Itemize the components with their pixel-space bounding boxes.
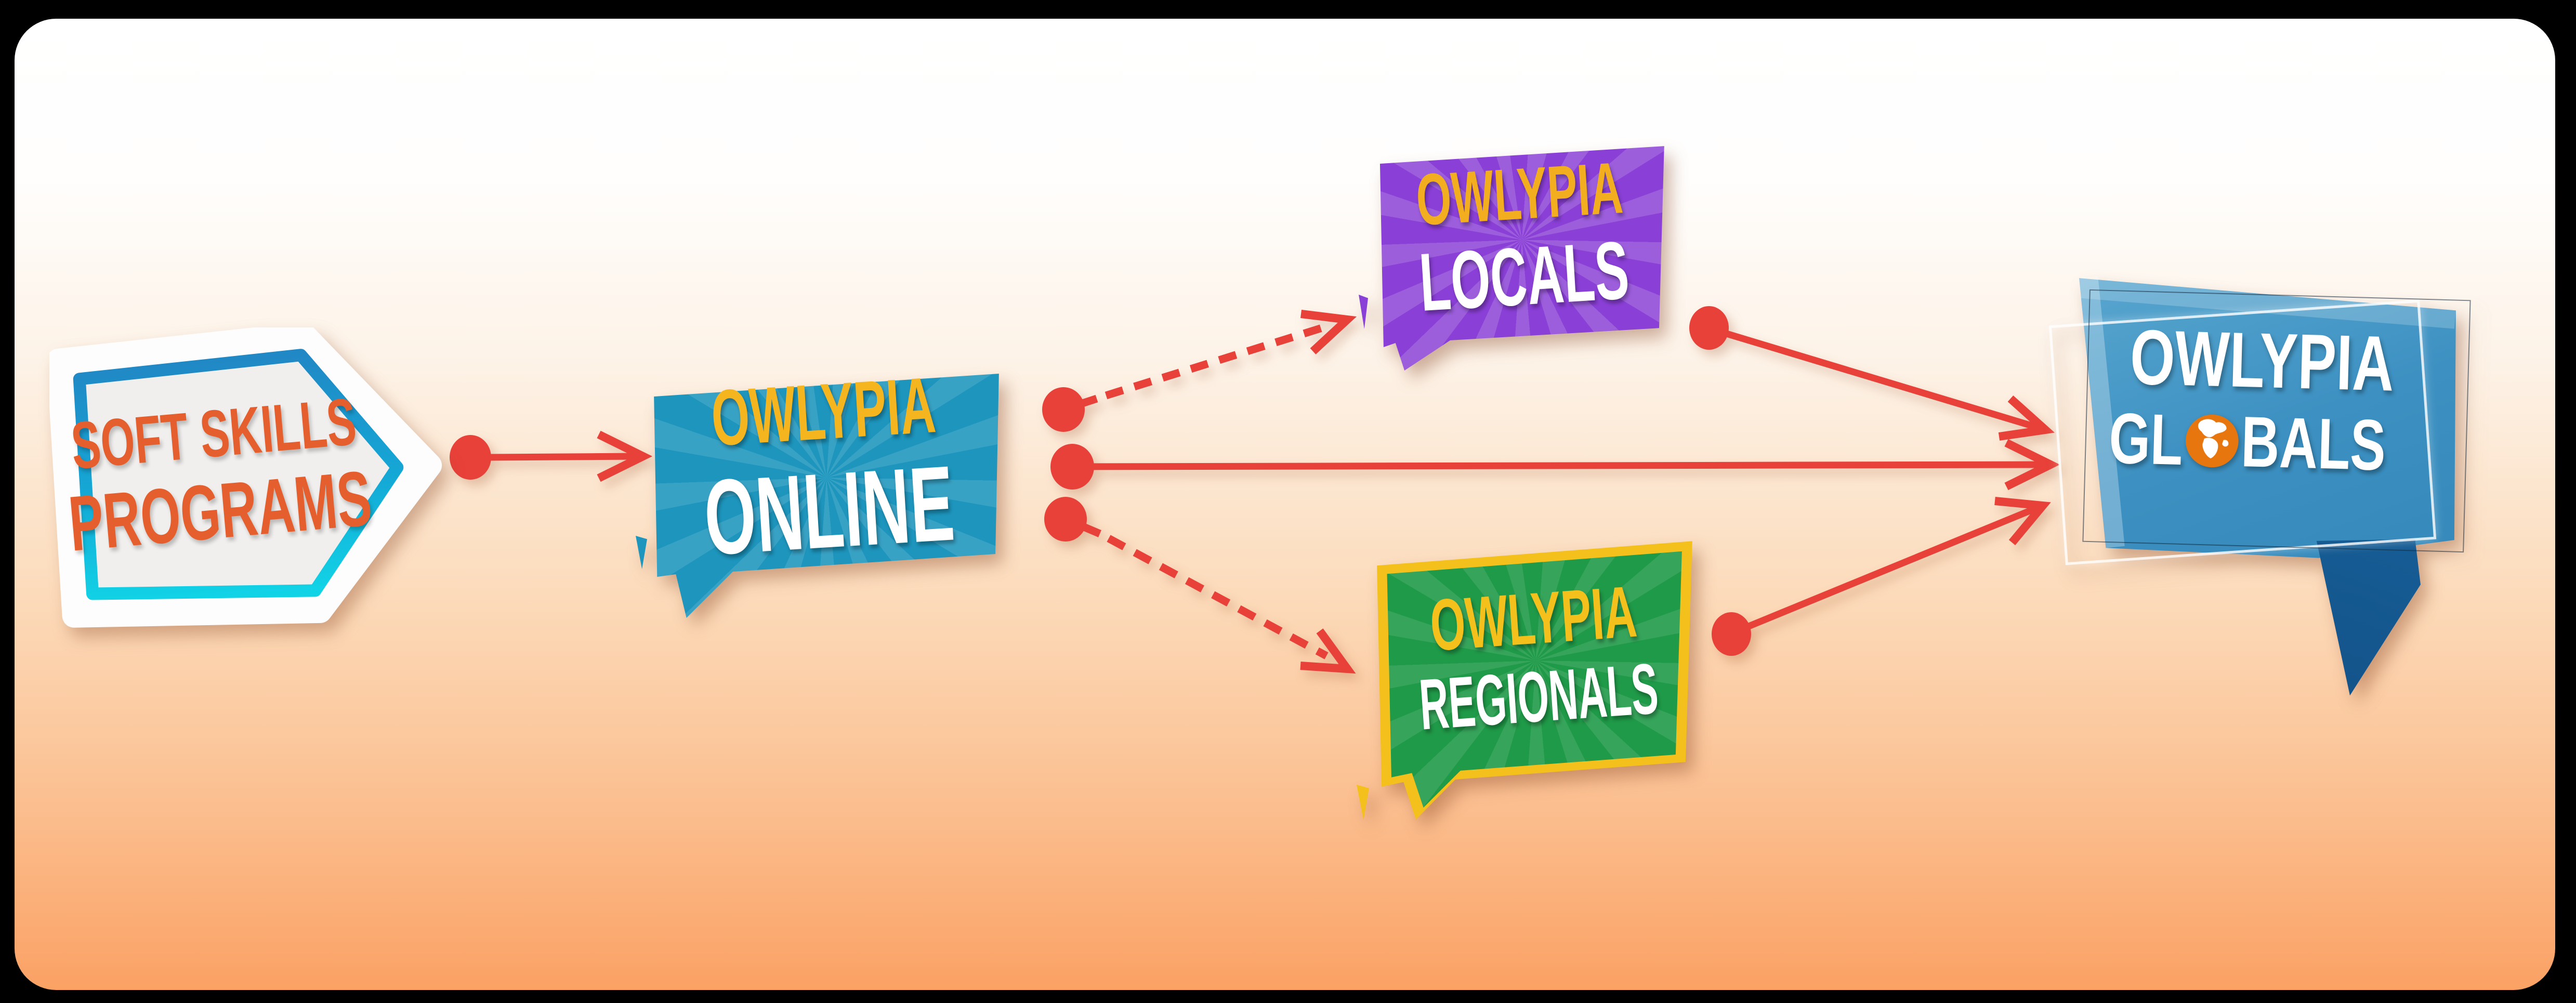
globals-line1: OWLYPIA — [2128, 312, 2396, 407]
arrowhead — [597, 430, 653, 482]
arrowhead — [1998, 395, 2055, 441]
globals-banner — [2079, 278, 2456, 558]
connector-dot — [1689, 306, 1729, 350]
globals-line2-suffix: BALS — [2240, 401, 2387, 485]
node-owlypia-globals: OWLYPIA GL BALS — [2048, 268, 2471, 704]
globe-icon — [2186, 414, 2239, 468]
globals-line2-prefix: GL — [2108, 398, 2184, 480]
connector-dot — [1042, 387, 1085, 432]
regionals-speech-bubble — [1387, 551, 1682, 808]
node-owlypia-regionals: OWLYPIA REGIONALS — [1357, 535, 1702, 826]
globals-label: OWLYPIA GL BALS — [2084, 296, 2438, 503]
node-owlypia-locals: OWLYPIA LOCALS — [1359, 136, 1671, 378]
locals-line2: LOCALS — [1416, 224, 1632, 328]
arrowhead — [2004, 439, 2060, 491]
locals-line1: OWLYPIA — [1413, 147, 1625, 241]
globals-line2: GL BALS — [2083, 398, 2437, 485]
soft-skills-pentagon — [46, 322, 442, 628]
arrowhead — [1300, 310, 1357, 354]
arrowhead — [1300, 628, 1356, 674]
regionals-line1: OWLYPIA — [1427, 570, 1639, 666]
online-line1: OWLYPIA — [708, 360, 938, 463]
arrow-regionals-to-globals — [1740, 504, 2040, 633]
connector-dot — [1712, 612, 1751, 656]
arrow-online-to-locals-dashed — [1105, 322, 1330, 400]
arrow-online-to-locals-stub — [1062, 394, 1098, 414]
arrowhead — [1994, 497, 2051, 546]
connector-dot — [1044, 497, 1087, 542]
node-soft-skills-programs: SOFT SKILLS PROGRAMS — [46, 322, 444, 629]
node-owlypia-online: OWLYPIA ONLINE — [636, 360, 1003, 626]
arrow-online-to-regionals-stub — [1064, 516, 1101, 537]
regionals-line2: REGIONALS — [1416, 649, 1661, 745]
locals-label: OWLYPIA LOCALS — [1373, 142, 1670, 333]
soft-skills-label: SOFT SKILLS PROGRAMS — [59, 345, 375, 605]
online-label: OWLYPIA ONLINE — [652, 360, 1001, 577]
online-line2: ONLINE — [701, 443, 957, 577]
soft-skills-line2: PROGRAMS — [65, 454, 375, 568]
arrow-locals-to-globals — [1717, 327, 2041, 432]
arrow-soft-to-online — [490, 453, 639, 461]
arrow-online-to-globals — [1072, 461, 2049, 470]
connector-dot — [450, 435, 491, 480]
regionals-label: OWLYPIA REGIONALS — [1373, 548, 1699, 767]
arrow-online-to-regionals-dashed — [1107, 535, 1329, 659]
